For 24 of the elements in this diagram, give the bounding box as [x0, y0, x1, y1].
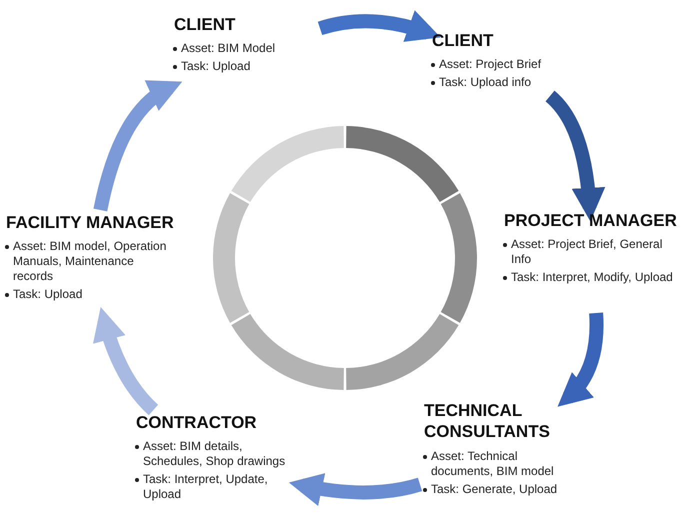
curved-arrow [288, 472, 422, 506]
role-heading: CLIENT [431, 30, 494, 52]
curved-arrow [545, 90, 605, 222]
bullet-item: Asset: Technical documents, BIM model [431, 448, 555, 478]
curved-arrow [93, 80, 182, 212]
role-heading: CLIENT [173, 14, 236, 36]
curved-arrow [318, 10, 441, 42]
role-heading: TECHNICAL CONSULTANTS [423, 400, 551, 442]
role-heading: CONTRACTOR [135, 412, 258, 434]
bullet-item: Asset: BIM Model [181, 41, 276, 56]
bullet-item: Asset: Project Brief, General Info [511, 237, 664, 268]
bullet-item: Asset: Project Brief [439, 57, 542, 72]
curved-arrow [558, 312, 604, 408]
bullet-item: Task: Upload info [439, 75, 532, 90]
bullet-item: Asset: BIM details, Schedules, Shop drawings [143, 439, 286, 470]
bullet-item: Task: Upload [181, 59, 250, 74]
bullet-item: Task: Upload [13, 287, 82, 302]
bullet-item: Task: Interpret, Update, Upload [143, 472, 269, 502]
curved-arrow [93, 307, 158, 416]
bullet-item: Task: Generate, Upload [431, 482, 558, 496]
bullet-item: Task: Interpret, Modify, Upload [511, 270, 673, 286]
role-heading: PROJECT MANAGER [503, 210, 678, 232]
bullet-item: Asset: BIM model, Operation Manuals, Maintenance records [13, 239, 168, 284]
role-heading: FACILITY MANAGER [5, 212, 175, 234]
